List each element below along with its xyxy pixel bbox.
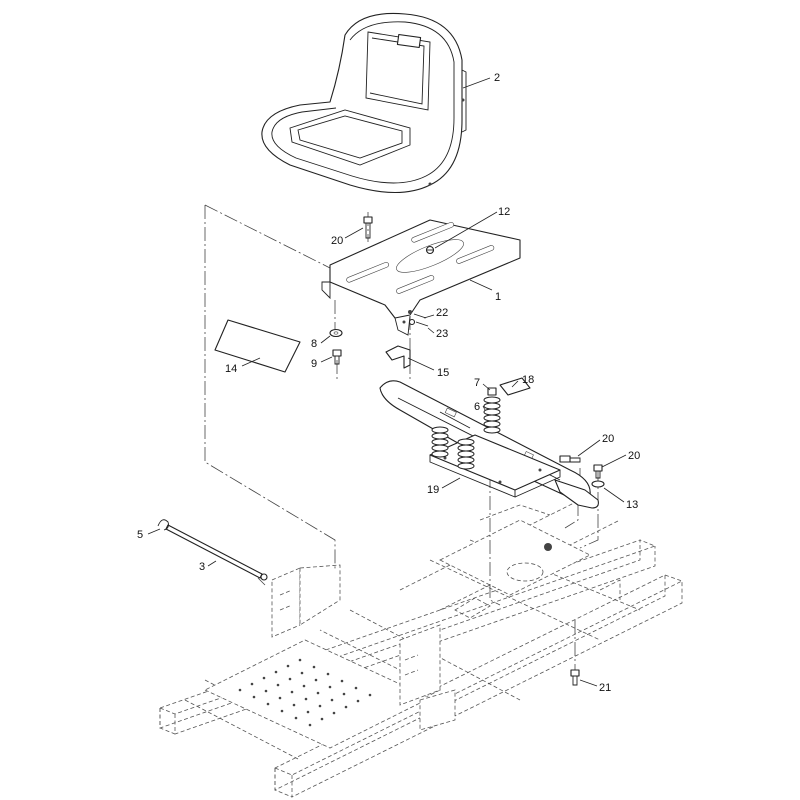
bolt-20-right-lower — [593, 464, 603, 479]
callout-23: 23 — [436, 328, 448, 340]
decal-14 — [214, 319, 301, 373]
bolt-20-top — [363, 216, 373, 239]
callout-19: 19 — [427, 484, 439, 496]
bolt-21 — [570, 669, 580, 686]
callout-21: 21 — [599, 682, 611, 694]
rod-3 — [165, 524, 268, 581]
callout-22: 22 — [436, 307, 448, 319]
callout-9: 9 — [311, 358, 317, 370]
seat — [261, 12, 467, 194]
callout-7: 7 — [474, 377, 480, 389]
callout-6: 6 — [474, 401, 480, 413]
spring-left — [431, 426, 449, 458]
clip-15 — [385, 345, 411, 369]
nut-13 — [591, 480, 605, 488]
bolt-12 — [425, 245, 435, 255]
mower-frame — [159, 499, 684, 798]
bolt-20-right-upper — [559, 455, 581, 463]
callout-15: 15 — [437, 367, 449, 379]
seat-mounting-plate — [321, 219, 521, 336]
spring-6-upper — [483, 387, 501, 434]
spring-center — [457, 438, 475, 470]
callout-1: 1 — [495, 291, 501, 303]
decal-18 — [499, 377, 531, 396]
callout-18: 18 — [522, 374, 534, 386]
callout-20-right-upper: 20 — [602, 433, 614, 445]
callout-13: 13 — [626, 499, 638, 511]
bolt-9 — [332, 349, 342, 365]
pin-22-23 — [408, 313, 429, 327]
callout-2: 2 — [494, 72, 500, 84]
callout-labels: 2 1 12 20 22 23 8 9 14 15 7 18 6 19 20 2… — [137, 72, 640, 694]
callout-14: 14 — [225, 363, 237, 375]
clip-5 — [157, 519, 169, 531]
washer-8 — [329, 328, 343, 338]
callout-12: 12 — [498, 206, 510, 218]
floor-plate-holes — [238, 658, 372, 727]
callout-20-top: 20 — [331, 235, 343, 247]
callout-3: 3 — [199, 561, 205, 573]
callout-8: 8 — [311, 338, 317, 350]
callout-5: 5 — [137, 529, 143, 541]
leader-lines — [147, 77, 627, 687]
callout-20-right-lower: 20 — [628, 450, 640, 462]
